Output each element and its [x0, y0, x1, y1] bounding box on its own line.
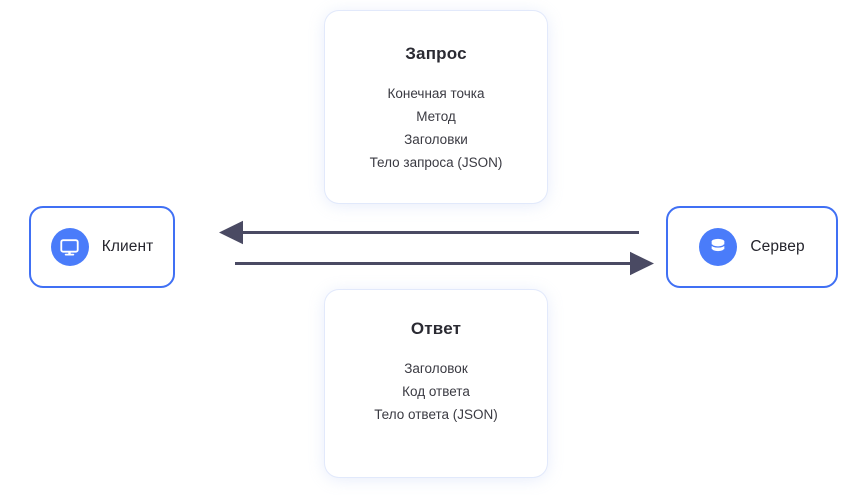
- server-node[interactable]: Сервер: [666, 206, 838, 288]
- request-card-line: Метод: [416, 109, 456, 124]
- request-card-line: Конечная точка: [387, 86, 485, 101]
- request-card: Запрос Конечная точка Метод Заголовки Те…: [325, 11, 547, 203]
- request-card-line: Тело запроса (JSON): [369, 155, 503, 170]
- server-node-content: Сервер: [699, 228, 805, 266]
- server-node-label: Сервер: [750, 238, 805, 255]
- request-card-lines: Конечная точка Метод Заголовки Тело запр…: [370, 85, 503, 172]
- client-node-label: Клиент: [101, 238, 154, 255]
- response-card-title: Ответ: [410, 319, 462, 338]
- response-card-line: Заголовок: [404, 361, 468, 376]
- response-card-line: Код ответа: [402, 384, 470, 399]
- response-card: Ответ Заголовок Код ответа Тело ответа (…: [325, 290, 547, 477]
- client-node-content: Клиент: [50, 228, 154, 266]
- monitor-icon: [50, 228, 89, 266]
- database-icon: [699, 228, 738, 266]
- response-card-line: Тело ответа (JSON): [374, 407, 498, 422]
- request-card-line: Заголовки: [404, 132, 468, 147]
- client-node[interactable]: Клиент: [29, 206, 175, 288]
- response-card-lines: Заголовок Код ответа Тело ответа (JSON): [374, 360, 498, 424]
- request-card-title: Запрос: [405, 44, 467, 63]
